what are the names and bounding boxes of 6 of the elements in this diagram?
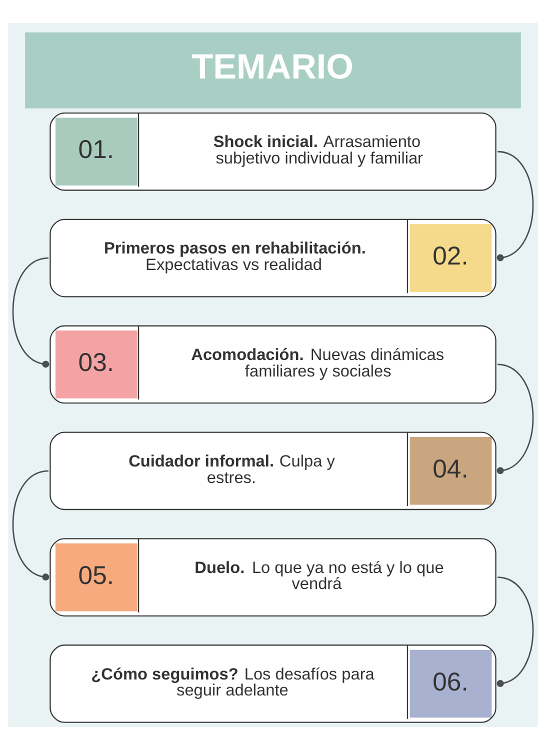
diagram-title: TEMARIO (192, 48, 354, 87)
connector (12, 257, 50, 368)
connector (496, 150, 534, 262)
connector (496, 364, 534, 474)
connector (12, 470, 50, 581)
connector (496, 576, 534, 687)
